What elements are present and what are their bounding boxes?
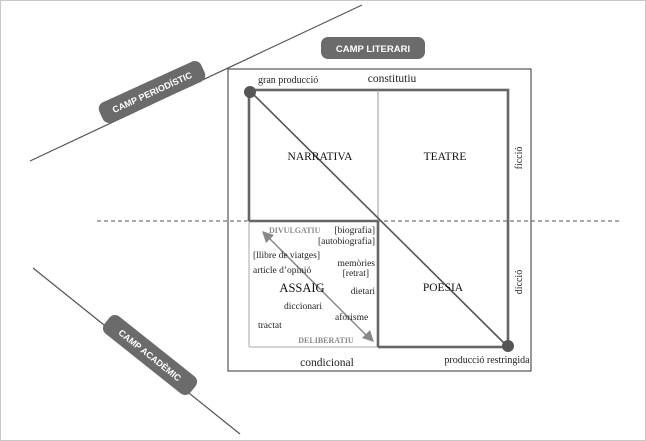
diccio-label: dicció (514, 270, 525, 294)
essay-scale-arrow (266, 235, 369, 338)
retrat-label: [retrat] (343, 269, 369, 279)
camp-literari-badge: CAMP LITERARI (321, 37, 425, 59)
gran-produccio-label: gran producció (258, 75, 318, 86)
biografia-label: [biografia] (334, 225, 375, 236)
arrow-head-down-icon (362, 330, 374, 342)
assaig-label: ASSAIG (279, 281, 324, 295)
arrow-head-up-icon (262, 231, 274, 243)
camp-academic-label: CAMP ACADÈMIC (116, 328, 183, 384)
memories-label: memòries (338, 259, 376, 269)
constitutiu-label: constitutiu (368, 73, 417, 85)
narrativa-label: NARRATIVA (288, 151, 354, 163)
ficcio-label: ficció (514, 147, 525, 170)
camp-periodistic-label: CAMP PERIODÍSTIC (111, 70, 194, 115)
llibre-viatges-label: [llibre de viatges] (253, 251, 320, 261)
literary-field-box (227, 68, 532, 372)
deliberatiu-label: DELIBERATIU (298, 336, 354, 345)
aforisme-label: aforisme (335, 312, 368, 323)
mass-production-dot (244, 86, 256, 98)
restricted-production-dot (502, 340, 514, 352)
camp-academic-badge: CAMP ACADÈMIC (102, 314, 198, 396)
autobiografia-label: [autobiografia] (318, 236, 375, 247)
camp-periodistic-badge: CAMP PERIODÍSTIC (98, 61, 206, 123)
teatre-label: TEATRE (424, 151, 467, 163)
article-opinio-label: article d’opinió (253, 266, 312, 276)
condicional-label: condicional (300, 357, 354, 369)
dietari-label: dietari (351, 287, 376, 297)
tractat-label: tractat (258, 321, 282, 331)
divulgatiu-label: DIVULGATIU (269, 226, 321, 235)
produccio-restringida-label: producció restringida (444, 355, 530, 366)
diccionari-label: diccionari (284, 302, 322, 312)
camp-literari-label: CAMP LITERARI (336, 44, 410, 55)
poesia-label: POESIA (423, 282, 464, 294)
production-diagonal (250, 91, 508, 347)
